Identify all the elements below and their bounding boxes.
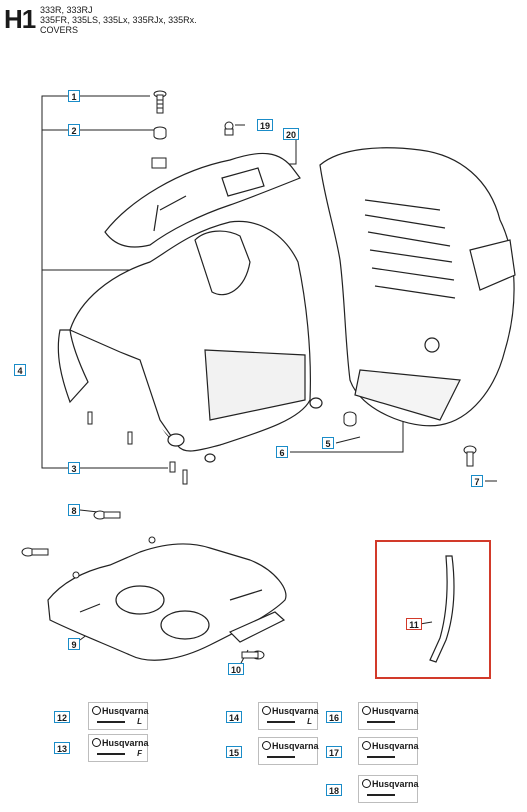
washer-part-2: [153, 126, 167, 140]
callout-7[interactable]: 7: [471, 475, 483, 487]
decal-model-letter: F: [137, 749, 143, 758]
cover-screws: [87, 411, 188, 485]
callout-4[interactable]: 4: [14, 364, 26, 376]
husqvarna-logo-icon: [362, 706, 371, 715]
leader-5-line: [335, 436, 361, 444]
decal-12: Husqvarna L: [88, 702, 149, 730]
decal-15: Husqvarna: [258, 737, 319, 765]
callout-10[interactable]: 10: [228, 663, 244, 675]
decal-stripe: [267, 721, 295, 723]
heat-shield-part-20: [104, 152, 301, 248]
callout-18[interactable]: 18: [326, 784, 342, 796]
callout-11[interactable]: 11: [406, 618, 422, 630]
callout-20[interactable]: 20: [283, 128, 299, 140]
decal-brand-text: Husqvarna: [102, 706, 149, 716]
screw-part-8: [21, 510, 156, 579]
callout-8[interactable]: 8: [68, 504, 80, 516]
screw-part-19: [224, 121, 234, 136]
decal-brand-text: Husqvarna: [102, 738, 149, 748]
decal-18: Husqvarna: [358, 775, 419, 803]
callout-6[interactable]: 6: [276, 446, 288, 458]
decal-stripe: [97, 753, 125, 755]
decal-stripe: [367, 721, 395, 723]
decal-brand-text: Husqvarna: [372, 779, 419, 789]
husqvarna-logo-icon: [362, 779, 371, 788]
callout-5[interactable]: 5: [322, 437, 334, 449]
decal-14: Husqvarna L: [258, 702, 319, 730]
decal-stripe: [267, 756, 295, 758]
decal-brand-text: Husqvarna: [272, 706, 319, 716]
husqvarna-logo-icon: [92, 706, 101, 715]
diagram-code: H1: [4, 4, 36, 34]
leader-8-line: [79, 509, 99, 513]
callout-2[interactable]: 2: [68, 124, 80, 136]
decal-stripe: [97, 721, 125, 723]
callout-12[interactable]: 12: [54, 711, 70, 723]
decal-model-letter: L: [307, 717, 313, 726]
husqvarna-logo-icon: [262, 706, 271, 715]
leader-bracket-left: [41, 95, 80, 469]
spacer-part: [151, 157, 167, 169]
decal-stripe: [367, 756, 395, 758]
diagram-header: 333R, 333RJ 335FR, 335LS, 335Lx, 335RJx,…: [40, 5, 197, 35]
decal-stripe: [367, 794, 395, 796]
screw-part-7: [463, 445, 477, 467]
callout-1[interactable]: 1: [68, 90, 80, 102]
decal-model-letter: L: [137, 717, 143, 726]
decal-16: Husqvarna: [358, 702, 419, 730]
callout-15[interactable]: 15: [226, 746, 242, 758]
callout-14[interactable]: 14: [226, 711, 242, 723]
decal-brand-text: Husqvarna: [272, 741, 319, 751]
header-line-models-2: 335FR, 335LS, 335Lx, 335RJx, 335Rx.: [40, 15, 197, 25]
header-line-title: COVERS: [40, 25, 79, 35]
leader-11-line: [419, 621, 433, 625]
strip-part-11: [429, 555, 455, 663]
husqvarna-logo-icon: [362, 741, 371, 750]
cylinder-cover-part-4: [57, 220, 323, 463]
callout-3[interactable]: 3: [68, 462, 80, 474]
callout-9[interactable]: 9: [68, 638, 80, 650]
leader-6-line: [290, 410, 404, 453]
husqvarna-logo-icon: [92, 738, 101, 747]
callout-19[interactable]: 19: [257, 119, 273, 131]
header-line-models-1: 333R, 333RJ: [40, 5, 93, 15]
callout-16[interactable]: 16: [326, 711, 342, 723]
rear-cover-housing: [319, 147, 516, 427]
decal-brand-text: Husqvarna: [372, 741, 419, 751]
screw-part-10: [241, 650, 265, 660]
decal-brand-text: Husqvarna: [372, 706, 419, 716]
callout-17[interactable]: 17: [326, 746, 342, 758]
grommet-part-5: [343, 411, 357, 427]
bottom-plate-part-9: [47, 543, 287, 661]
highlight-box: [375, 540, 491, 679]
decal-13: Husqvarna F: [88, 734, 149, 762]
screw-part-1: [153, 90, 167, 114]
callout-13[interactable]: 13: [54, 742, 70, 754]
decal-17: Husqvarna: [358, 737, 419, 765]
husqvarna-logo-icon: [262, 741, 271, 750]
